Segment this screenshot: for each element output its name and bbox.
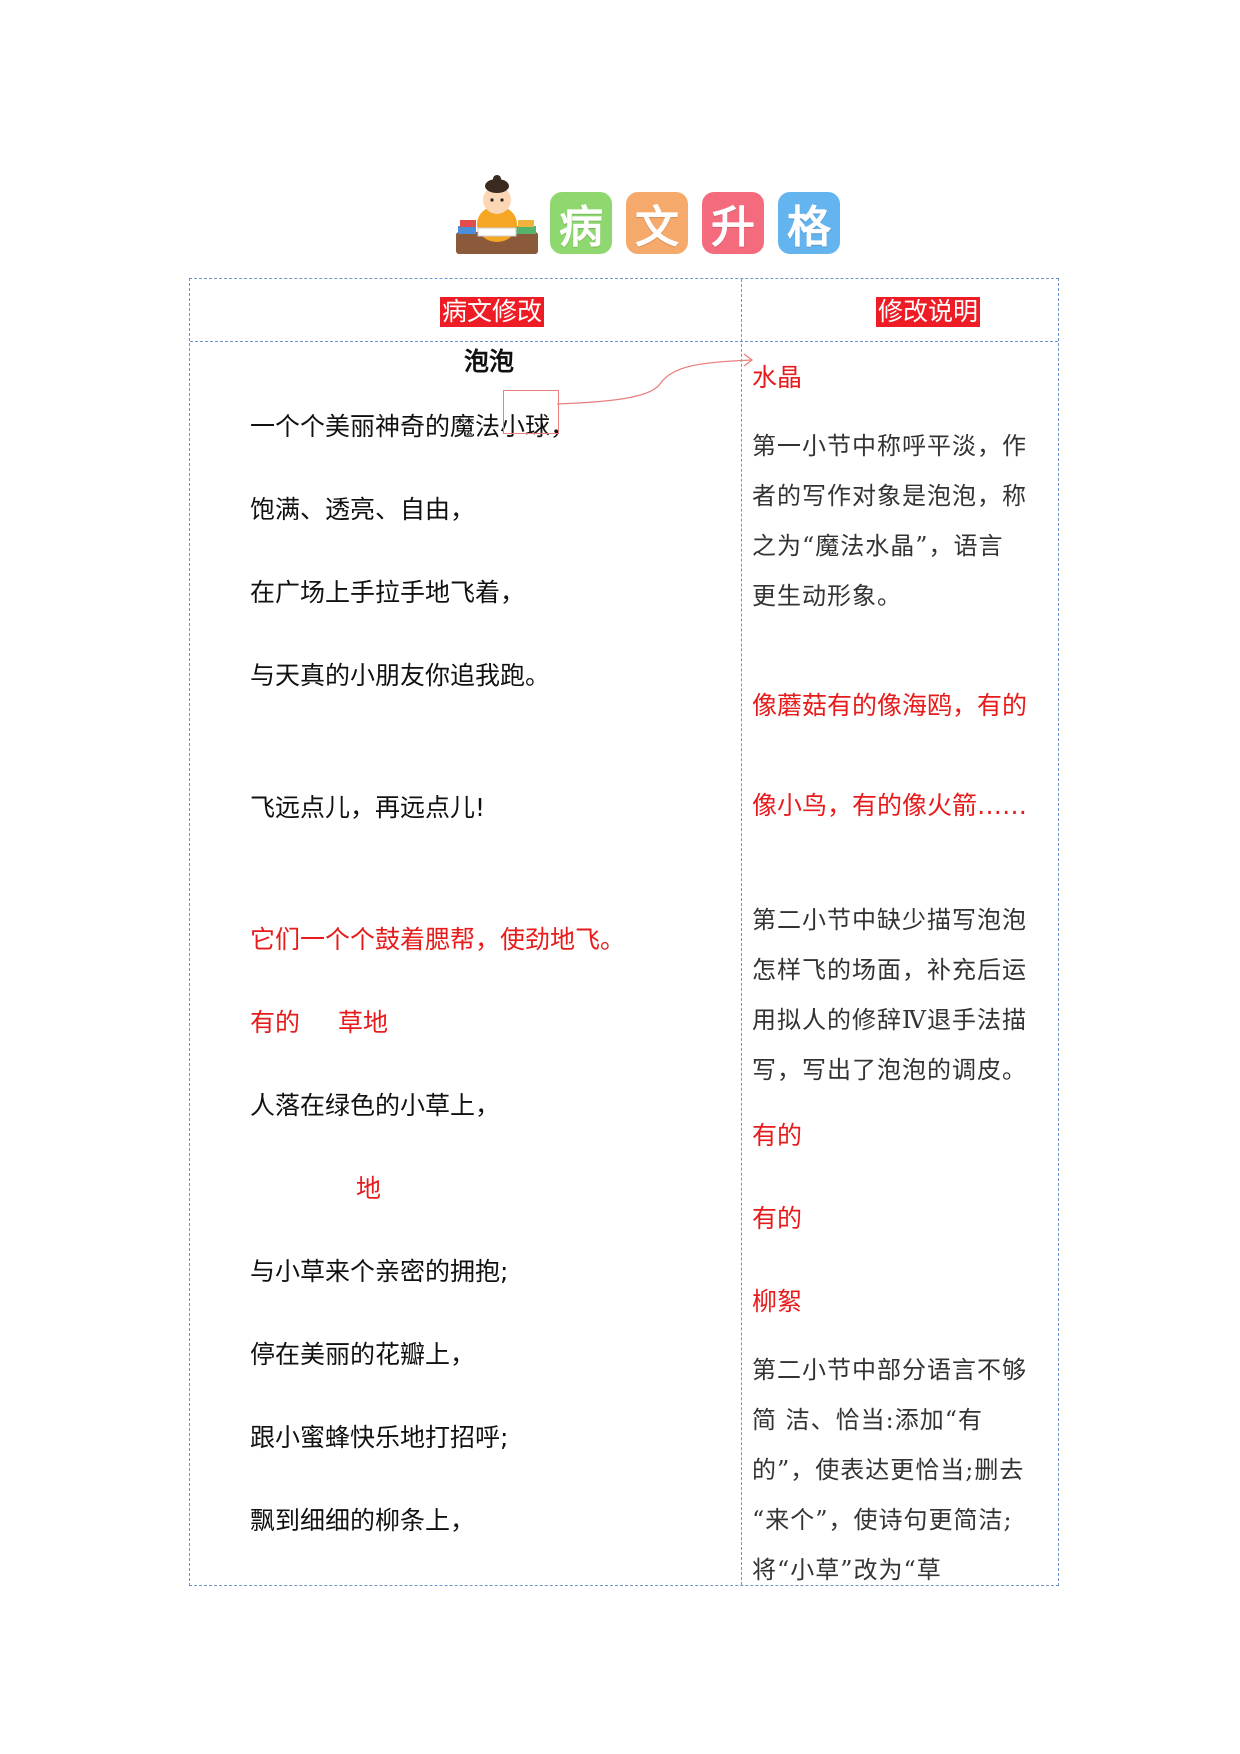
note-text-8: 写，写出了泡泡的调皮。 [752, 1056, 1027, 1084]
header-divider [190, 341, 1058, 342]
poem-line-3: 在广场上手拉手地飞着， [250, 578, 526, 607]
note-text-7: 用拟人的修辞Ⅳ退手法描 [752, 1006, 1027, 1034]
poem-title: 泡泡 [464, 347, 515, 376]
title-tiles: 病 文 升 格 [550, 192, 840, 254]
reading-child-icon [456, 175, 538, 254]
column-divider [741, 279, 742, 1585]
note-text-5: 第二小节中缺少描写泡泡 [752, 906, 1027, 934]
note-text-11: 的”，使表达更恰当;删去 [752, 1456, 1025, 1484]
note-text-1: 第一小节中称呼平淡，作 [752, 432, 1027, 460]
poem-line-10: 飘到细细的柳条上， [250, 1506, 476, 1535]
poem-insert-di: 地 [356, 1174, 382, 1203]
poem-line-7: 与小草来个亲密的拥抱; [250, 1257, 509, 1286]
title-tile-2: 文 [626, 192, 688, 254]
poem-line-8: 停在美丽的花瓣上， [250, 1340, 476, 1369]
note-replacement-shuijing: 水晶 [752, 363, 803, 392]
note-text-3: 之为“魔法水晶”，语言 [752, 532, 1004, 560]
col-header-revision: 病文修改 [440, 297, 545, 327]
poem-line-4: 与天真的小朋友你追我跑。 [250, 661, 551, 690]
poem-line-6: 人落在绿色的小草上， [250, 1091, 501, 1120]
poem-line-1: 一个个美丽神奇的魔法小球， [250, 412, 576, 441]
poem-line-2: 饱满、透亮、自由， [250, 495, 476, 524]
poem-line-9: 跟小蜜蜂快乐地打招呼; [250, 1423, 509, 1452]
poem-line-5: 飞远点儿，再远点儿! [250, 793, 486, 822]
note-replacement-liuxu: 柳絮 [752, 1287, 803, 1316]
note-insert-youde-1: 有的 [752, 1121, 803, 1150]
poem-insert-line: 它们一个个鼓着腮帮，使劲地飞。 [250, 925, 626, 954]
note-text-4: 更生动形象。 [752, 582, 902, 610]
note-text-2: 者的写作对象是泡泡，称 [752, 482, 1027, 510]
note-text-9: 第二小节中部分语言不够 [752, 1356, 1027, 1384]
title-tile-3: 升 [702, 192, 764, 254]
note-insert-youde-2: 有的 [752, 1204, 803, 1233]
note-insert-line-2: 像小鸟，有的像火箭…… [752, 791, 1028, 820]
page-header: 病 文 升 格 [452, 172, 840, 258]
annotation-highlight-box [503, 390, 559, 434]
note-text-6: 怎样飞的场面，补充后运 [752, 956, 1027, 984]
title-tile-1: 病 [550, 192, 612, 254]
title-tile-4: 格 [778, 192, 840, 254]
note-text-12: “来个”，使诗句更简洁; [752, 1506, 1013, 1534]
col-header-explanation: 修改说明 [876, 297, 981, 327]
note-insert-line-1: 像蘑菇有的像海鸥，有的 [752, 691, 1028, 720]
revision-table: 病文修改 修改说明 [189, 278, 1059, 1586]
poem-insert-youde: 有的 [250, 1008, 301, 1037]
poem-insert-caodi: 草地 [338, 1008, 389, 1037]
note-text-10: 简 洁、恰当:添加“有 [752, 1406, 983, 1434]
note-text-13: 将“小草”改为“草 [752, 1556, 942, 1584]
